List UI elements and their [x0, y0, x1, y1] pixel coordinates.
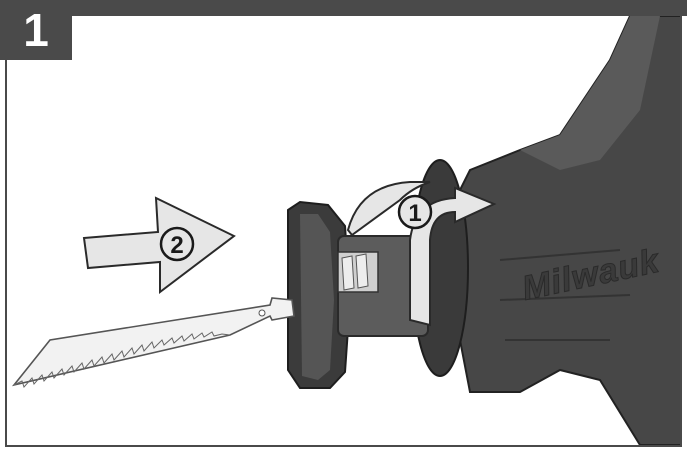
grip-ridge — [499, 249, 621, 261]
insert-arrow — [82, 196, 236, 295]
grip-ridge — [499, 294, 631, 301]
saw-blade-teeth — [13, 331, 231, 388]
blade-tang-hole — [258, 309, 266, 317]
saw-shoe-edge — [300, 214, 334, 380]
callout-1: 1 — [397, 194, 433, 230]
callout-label: 1 — [408, 200, 421, 227]
callout-2: 2 — [159, 226, 195, 262]
step-number-badge: 1 — [0, 0, 72, 60]
rotate-arrow-tail — [346, 181, 431, 237]
callout-circle — [159, 226, 195, 262]
callout-circle — [397, 194, 433, 230]
header-bar — [0, 0, 687, 16]
callout-label: 2 — [170, 232, 183, 259]
saw-housing-shade — [520, 16, 660, 170]
step-number: 1 — [23, 4, 49, 56]
saw-housing — [448, 16, 680, 445]
saw-blade — [11, 297, 295, 387]
blade-clamp-teeth — [341, 253, 369, 291]
